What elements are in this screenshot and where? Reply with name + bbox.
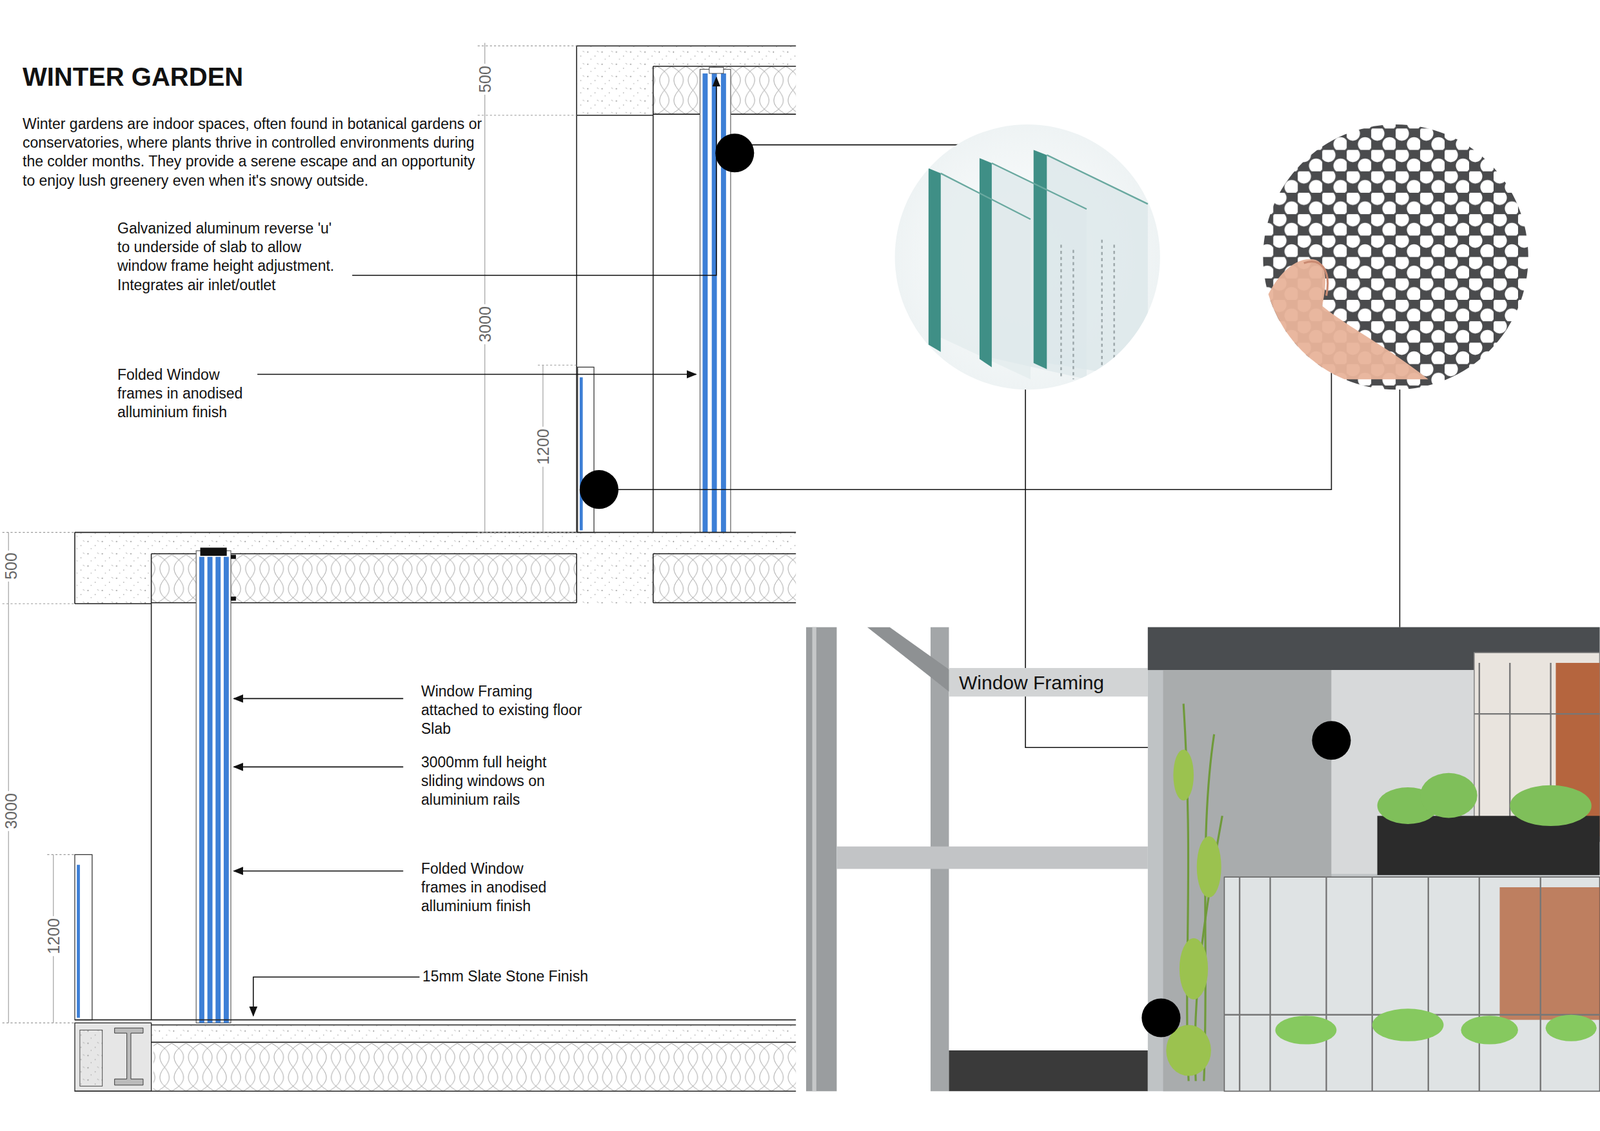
annotation-text: 3000mm full height sliding windows on al… (421, 753, 584, 810)
diagram-title: WINTER GARDEN (22, 60, 244, 94)
dimension-text: 1200 (535, 426, 552, 467)
dimension-text: 3000 (477, 304, 494, 345)
annotation-text: Galvanized aluminum reverse 'u' to under… (117, 219, 345, 295)
dimension-text: 500 (3, 550, 20, 582)
description-text: Winter gardens are indoor spaces, often … (22, 114, 487, 191)
dimension-text: 3000 (3, 791, 20, 832)
annotation-text: Folded Window frames in anodised allumin… (421, 859, 569, 917)
annotation-text: Window Framing attached to existing floo… (421, 682, 584, 740)
dimension-text: 1200 (45, 916, 62, 957)
dimension-text: 500 (477, 63, 494, 95)
render-label: Window Framing (958, 670, 1105, 696)
annotation-text: Folded Window frames in anodised allumin… (117, 365, 265, 423)
annotation-text: 15mm Slate Stone Finish (422, 967, 589, 987)
